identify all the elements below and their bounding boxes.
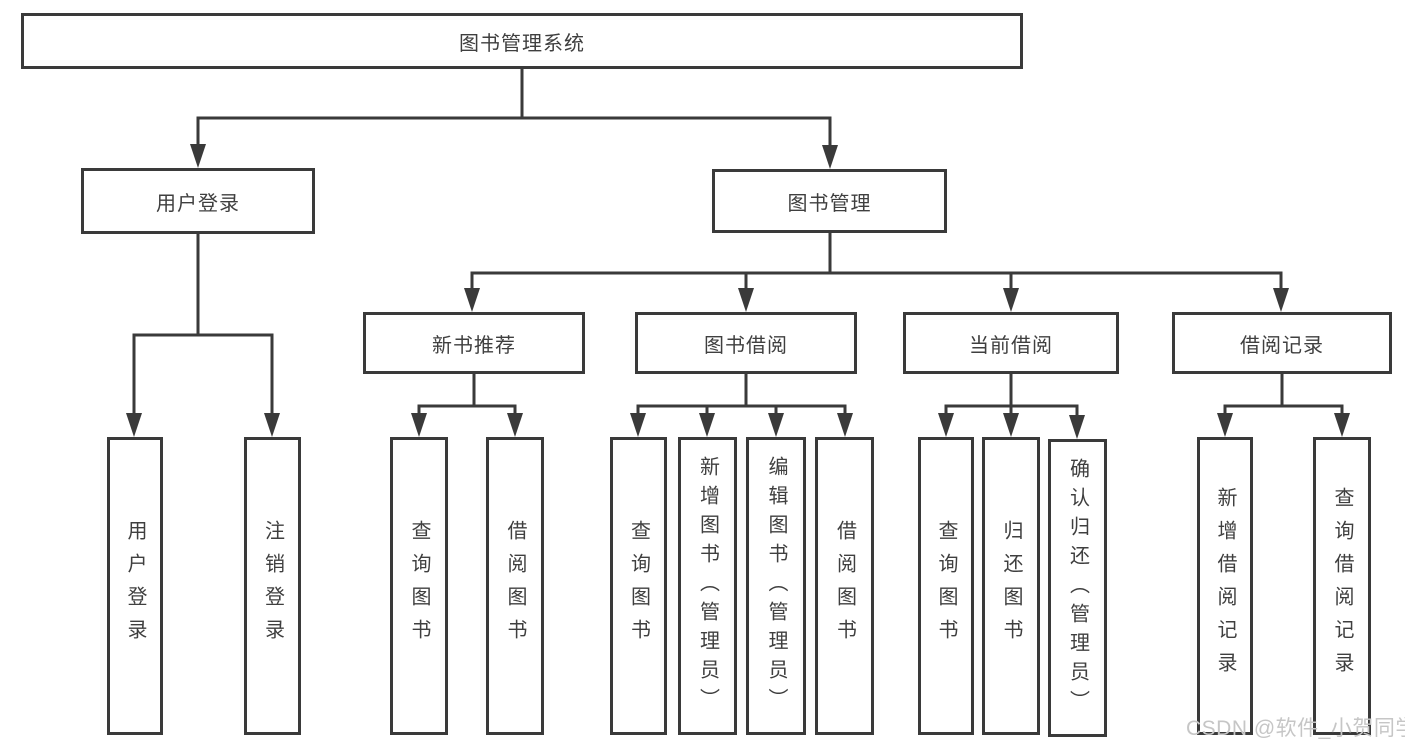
leaf-logout-label: 注销登录 bbox=[261, 520, 284, 652]
node-user-login-label: 用户登录 bbox=[156, 192, 240, 215]
node-library-system: 图书管理系统 bbox=[21, 13, 1023, 69]
node-current-borrow: 当前借阅 bbox=[903, 312, 1119, 374]
leaf-query-books-2-label: 查询图书 bbox=[627, 520, 650, 652]
node-book-management-label: 图书管理 bbox=[787, 192, 872, 215]
connector-login-to-leaves bbox=[126, 234, 280, 437]
leaf-confirm-return-admin-label: 确认归还（管理员） bbox=[1066, 457, 1089, 719]
leaf-query-books-3: 查询图书 bbox=[918, 437, 974, 735]
leaf-add-books-admin: 新增图书（管理员） bbox=[678, 437, 737, 735]
leaf-user-login-label: 用户登录 bbox=[124, 520, 146, 652]
connector-group3-to-leaves bbox=[938, 374, 1085, 439]
leaf-add-borrow-record-label: 新增借阅记录 bbox=[1214, 487, 1236, 685]
leaf-add-borrow-record: 新增借阅记录 bbox=[1197, 437, 1253, 735]
connector-manage-to-groups bbox=[464, 233, 1289, 312]
node-book-borrow: 图书借阅 bbox=[635, 312, 857, 374]
node-library-system-label: 图书管理系统 bbox=[459, 32, 585, 55]
node-new-book-recommend: 新书推荐 bbox=[363, 312, 585, 374]
node-new-book-recommend-label: 新书推荐 bbox=[432, 334, 516, 357]
node-book-management: 图书管理 bbox=[712, 169, 947, 233]
node-current-borrow-label: 当前借阅 bbox=[969, 334, 1053, 357]
leaf-borrow-books-1-label: 借阅图书 bbox=[504, 520, 526, 652]
leaf-return-books-label: 归还图书 bbox=[1000, 520, 1022, 652]
leaf-return-books: 归还图书 bbox=[982, 437, 1040, 735]
connector-group2-to-leaves bbox=[630, 374, 853, 437]
leaf-query-books-2: 查询图书 bbox=[610, 437, 667, 735]
leaf-confirm-return-admin: 确认归还（管理员） bbox=[1048, 439, 1107, 737]
connector-group1-to-leaves bbox=[411, 374, 523, 437]
leaf-query-books-3-label: 查询图书 bbox=[935, 520, 957, 652]
leaf-add-books-admin-label: 新增图书（管理员） bbox=[696, 455, 719, 717]
node-user-login: 用户登录 bbox=[81, 168, 315, 234]
node-book-borrow-label: 图书借阅 bbox=[704, 334, 788, 357]
csdn-watermark: CSDN @软件_小贺同学 bbox=[1186, 717, 1405, 740]
leaf-logout: 注销登录 bbox=[244, 437, 301, 735]
leaf-edit-books-admin: 编辑图书（管理员） bbox=[746, 437, 806, 735]
connector-group4-to-leaves bbox=[1217, 374, 1350, 437]
leaf-query-borrow-record-label: 查询借阅记录 bbox=[1331, 487, 1353, 685]
leaf-edit-books-admin-label: 编辑图书（管理员） bbox=[765, 455, 787, 717]
leaf-user-login: 用户登录 bbox=[107, 437, 163, 735]
leaf-borrow-books-2-label: 借阅图书 bbox=[833, 520, 856, 652]
leaf-borrow-books-1: 借阅图书 bbox=[486, 437, 544, 735]
leaf-query-books-1: 查询图书 bbox=[390, 437, 448, 735]
node-borrow-record: 借阅记录 bbox=[1172, 312, 1392, 374]
leaf-query-borrow-record: 查询借阅记录 bbox=[1313, 437, 1371, 735]
node-borrow-record-label: 借阅记录 bbox=[1240, 334, 1324, 357]
leaf-query-books-1-label: 查询图书 bbox=[408, 520, 430, 652]
leaf-borrow-books-2: 借阅图书 bbox=[815, 437, 874, 735]
connector-root-to-level2 bbox=[190, 68, 838, 169]
